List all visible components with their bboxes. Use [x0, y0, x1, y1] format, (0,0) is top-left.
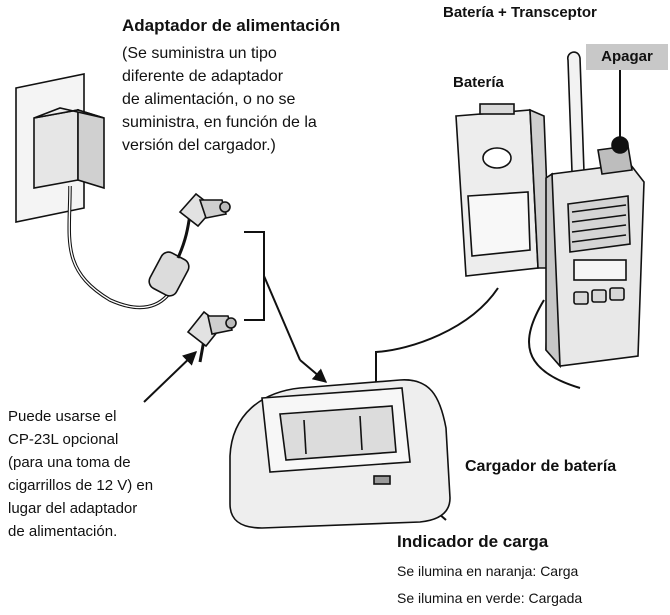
battery-top-clip: [479, 103, 515, 115]
charger-illustration: [229, 379, 451, 529]
radio-key-1: [573, 291, 589, 305]
radio-side: [545, 172, 561, 369]
cp23l-note-line: de alimentación.: [8, 523, 118, 540]
charge-indicator-led: [373, 475, 391, 485]
radio-display: [573, 259, 627, 281]
battery-illustration: [455, 103, 551, 277]
battery-label-area: [467, 191, 531, 257]
radio-to-charger-line: [528, 299, 581, 389]
upper-plug-pin: [219, 201, 231, 213]
adapter-title: Adaptador de alimentación: [122, 16, 341, 35]
adapter-note: (Se suministra un tipo diferente de adap…: [122, 42, 317, 157]
charge-indicator-orange: Se ilumina en naranja: Carga: [397, 563, 579, 579]
adapter-body-front: [33, 109, 79, 189]
bracket-arrow: [299, 359, 328, 383]
charge-indicator-green: Se ilumina en verde: Cargada: [397, 590, 583, 606]
adapter-note-line: de alimentación, o no se: [122, 91, 296, 108]
battery-title: Batería: [453, 74, 504, 91]
cp23-arrow: [143, 351, 198, 403]
cp23l-note-line: lugar del adaptador: [8, 500, 138, 517]
adapter-body-top: [33, 107, 105, 119]
cp23l-note-line: Puede usarse el: [8, 408, 117, 425]
upper-plug-tip: [198, 199, 228, 219]
speaker-grille: [567, 195, 631, 253]
cp23l-note: Puede usarse el CP-23L opcional (para un…: [8, 405, 153, 543]
power-off-dot: [611, 136, 629, 154]
ferrite-core: [148, 251, 190, 297]
bracket-to-charger: [263, 275, 301, 361]
adapter-cable-inner: [68, 185, 177, 309]
cp23l-note-line: (para una toma de: [8, 454, 131, 471]
transceiver-illustration: [545, 51, 645, 369]
adapter-note-line: versión del cargador.): [122, 137, 276, 154]
charge-indicator-title: Indicador de carga: [397, 532, 549, 551]
plug-bracket: [244, 231, 265, 321]
adapter-note-line: (Se suministra un tipo: [122, 45, 277, 62]
antenna: [567, 51, 585, 173]
lower-plug-pin: [225, 317, 237, 329]
cp23l-note-line: cigarrillos de 12 V) en: [8, 477, 154, 494]
radio-key-3: [609, 287, 625, 301]
power-off-label: Apagar: [586, 44, 668, 70]
cp23l-note-line: CP-23L opcional: [8, 431, 119, 448]
radio-key-2: [591, 289, 607, 303]
battery-logo: [482, 147, 512, 169]
adapter-note-line: suministra, en función de la: [122, 114, 317, 131]
charger-title: Cargador de batería: [465, 458, 617, 475]
cable-to-upper-plug: [176, 213, 192, 259]
adapter-note-line: diferente de adaptador: [122, 68, 284, 85]
ac-adapter-illustration: [15, 73, 237, 363]
adapter-body-side: [77, 108, 105, 190]
battery-to-charger-line: [369, 287, 499, 407]
battery-transceiver-title: Batería + Transceptor: [443, 4, 597, 21]
charger-slot: [279, 405, 397, 461]
